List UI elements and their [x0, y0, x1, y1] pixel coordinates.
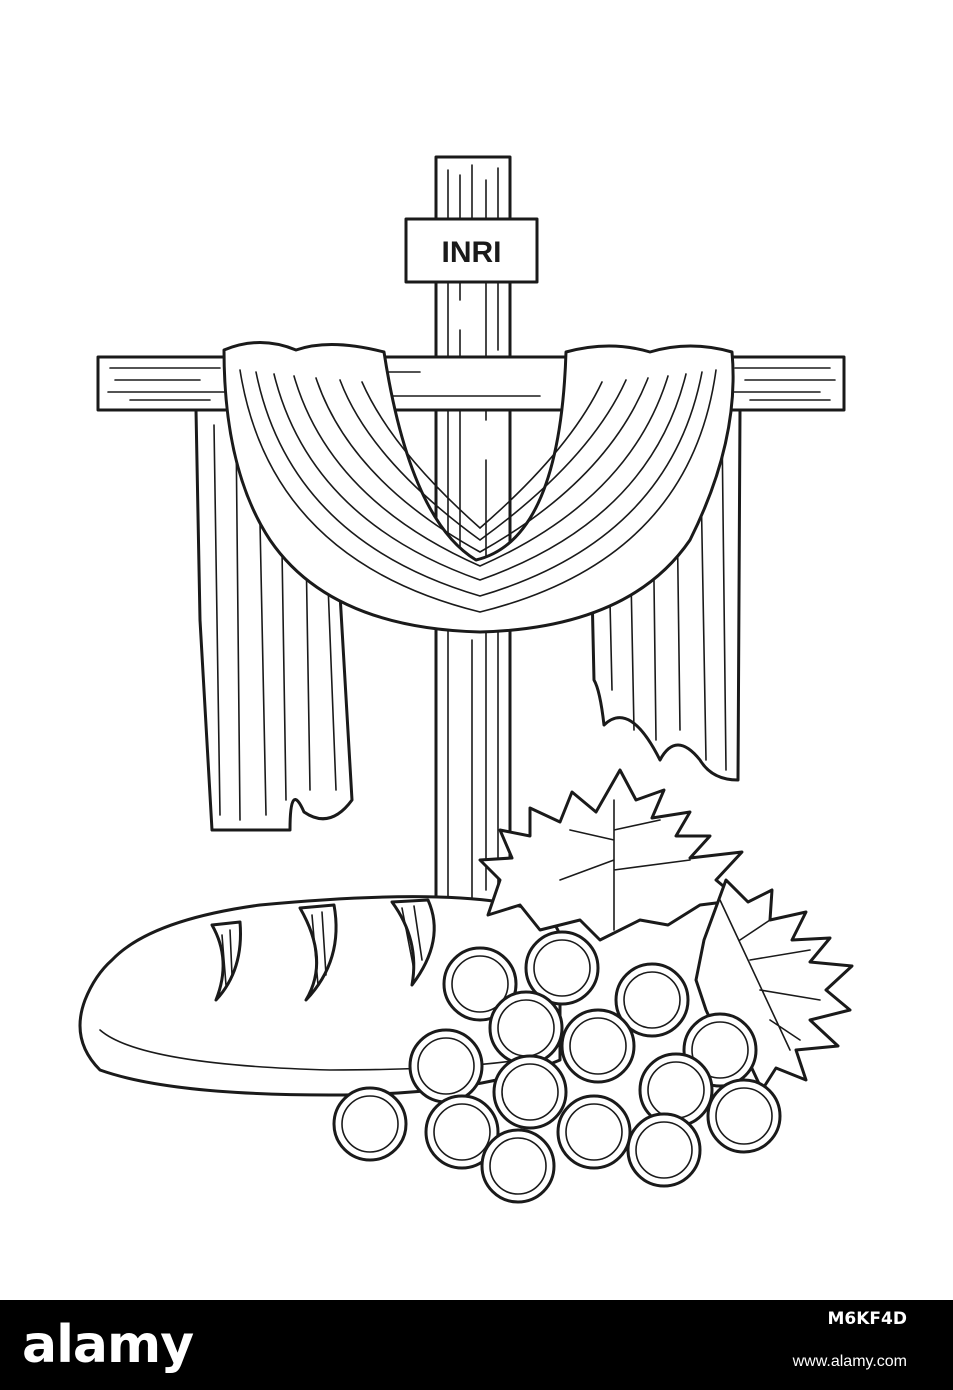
watermark-bar: alamy M6KF4D www.alamy.com: [0, 1300, 953, 1390]
line-art-illustration: INRI: [78, 155, 854, 1204]
inri-sign: INRI: [404, 217, 539, 284]
alamy-logo: alamy: [22, 1315, 194, 1375]
shroud-swag: [222, 341, 735, 634]
grape-bunch: [332, 930, 782, 1204]
inri-sign-text: INRI: [442, 236, 502, 269]
site-url-label: www.alamy.com: [792, 1353, 907, 1370]
image-id-label: M6KF4D: [827, 1309, 907, 1329]
